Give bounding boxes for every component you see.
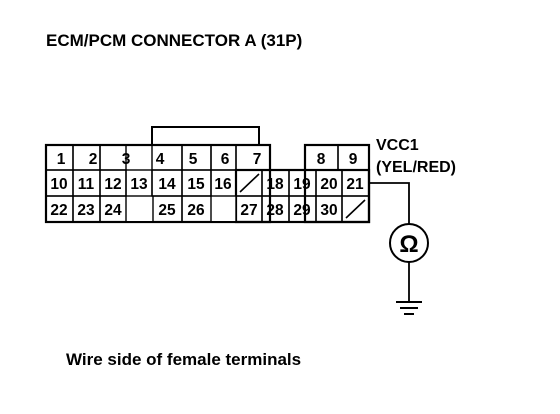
pin-label: 30 xyxy=(320,202,337,219)
row-2: 10 11 12 13 14 15 16 18 19 20 21 xyxy=(45,169,370,197)
pin-label: 11 xyxy=(78,176,95,193)
ohm-symbol: Ω xyxy=(399,231,418,258)
pin-label: 27 xyxy=(240,202,257,219)
pin-label: 7 xyxy=(253,151,262,168)
pin-label: 18 xyxy=(266,176,284,193)
unused-pin-slash xyxy=(239,173,260,193)
pin-label: 26 xyxy=(187,202,205,219)
row-3: 22 23 24 25 26 27 28 29 30 xyxy=(45,195,370,223)
pin-label: 1 xyxy=(57,151,66,168)
pin-label: 28 xyxy=(266,202,284,219)
pin-label: 15 xyxy=(187,176,205,193)
ohmmeter-icon: Ω xyxy=(389,223,429,263)
pin-label: 8 xyxy=(317,151,326,168)
test-lead-wire xyxy=(369,182,410,224)
diagram-caption: Wire side of female terminals xyxy=(66,350,301,369)
row-1: 1 2 3 4 5 6 7 8 9 xyxy=(45,144,370,171)
pin-label: 5 xyxy=(189,151,198,168)
pin-label: 19 xyxy=(293,176,311,193)
signal-wire-color: (YEL/RED) xyxy=(376,159,456,176)
unused-pin-slash xyxy=(345,199,366,219)
signal-name: VCC1 xyxy=(376,137,419,154)
pin-label: 14 xyxy=(158,176,176,193)
ground-icon xyxy=(396,301,422,315)
pin-label: 20 xyxy=(320,176,337,193)
pin-label: 6 xyxy=(221,151,230,168)
pin-label: 29 xyxy=(293,202,311,219)
pin-label: 23 xyxy=(77,202,95,219)
pin-label: 16 xyxy=(214,176,232,193)
pin-label: 2 xyxy=(89,151,98,168)
pin-label: 10 xyxy=(50,176,67,193)
connector-lock-tab xyxy=(151,126,260,145)
pin-label: 21 xyxy=(346,176,364,193)
pin-label: 3 xyxy=(122,151,131,168)
pin-label: 13 xyxy=(130,176,148,193)
pin-label: 12 xyxy=(104,176,121,193)
diagram-title: ECM/PCM CONNECTOR A (31P) xyxy=(46,31,302,50)
pin-label: 9 xyxy=(349,151,358,168)
pin-label: 25 xyxy=(158,202,176,219)
pin-label: 24 xyxy=(104,202,122,219)
pin-label: 4 xyxy=(156,151,165,168)
pin-label: 22 xyxy=(50,202,67,219)
